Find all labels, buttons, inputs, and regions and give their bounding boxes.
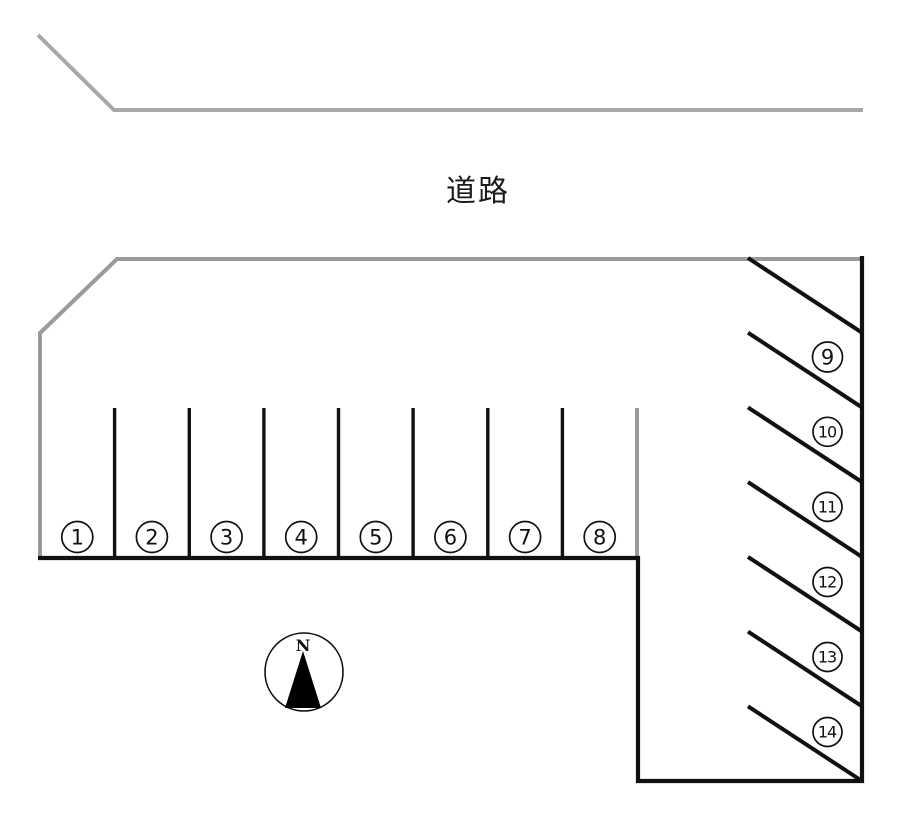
stall-number: 6 (444, 526, 457, 550)
stall-number: 8 (593, 526, 606, 550)
stall-divider-diagonal (746, 480, 864, 559)
stall-number-circle (812, 641, 843, 673)
stall-number: 7 (518, 526, 531, 550)
stall-number-circle (583, 520, 617, 554)
stall-label: 3 (210, 520, 243, 554)
stall-label: 10 (812, 416, 843, 448)
stall-label: 12 (812, 566, 843, 598)
stall-divider-diagonal (746, 331, 864, 410)
stall-label: 9 (811, 341, 844, 373)
stall-number-circle (60, 520, 94, 554)
stall-label: 14 (812, 716, 843, 748)
stall-label: 7 (508, 520, 542, 554)
stall-label: 4 (284, 520, 318, 554)
stall-number: 1 (71, 526, 84, 550)
stall-divider-diagonal (746, 405, 864, 484)
stall-number-circle (434, 520, 467, 554)
stall-number-circle (359, 520, 393, 554)
stall-divider-diagonal (746, 555, 864, 634)
compass: N (264, 632, 344, 712)
stall-number-circle (135, 520, 169, 554)
stall-number: 10 (818, 422, 837, 441)
stall-label: 5 (359, 520, 393, 554)
stall-label: 1 (60, 520, 94, 554)
north-arrow-icon (285, 651, 321, 708)
compass-north-label: N (296, 636, 311, 655)
stall-number: 13 (818, 648, 836, 667)
stall-number: 12 (818, 573, 836, 592)
stall-label: 6 (434, 520, 467, 554)
stall-number: 14 (818, 723, 837, 742)
stall-label: 13 (812, 641, 843, 673)
stall-label: 11 (812, 491, 843, 523)
stall-number: 9 (821, 346, 834, 370)
stall-number-circle (284, 520, 318, 554)
compass-circle (264, 632, 344, 712)
road-edge-line (36, 33, 863, 112)
stall-number: 4 (295, 526, 308, 550)
stall-number-circle (210, 520, 243, 554)
stall-label: 8 (583, 520, 617, 554)
stall-number: 3 (220, 526, 233, 550)
road-label: 道路 (446, 174, 510, 209)
stall-divider-diagonal (746, 256, 864, 335)
stall-number-circle (812, 566, 843, 598)
stall-number: 2 (145, 526, 158, 550)
stall-number-circle (508, 520, 542, 554)
stall-number: 5 (369, 526, 382, 550)
stall-number: 11 (818, 497, 836, 516)
stall-divider-diagonal (746, 704, 864, 783)
stall-number-circle (812, 716, 843, 748)
stall-divider-diagonal (746, 629, 864, 708)
lot-boundary-gray (38, 257, 861, 557)
stall-number-circle (811, 341, 844, 373)
stall-number-circle (812, 491, 843, 523)
stall-label: 2 (135, 520, 169, 554)
stall-number-circle (812, 416, 843, 448)
